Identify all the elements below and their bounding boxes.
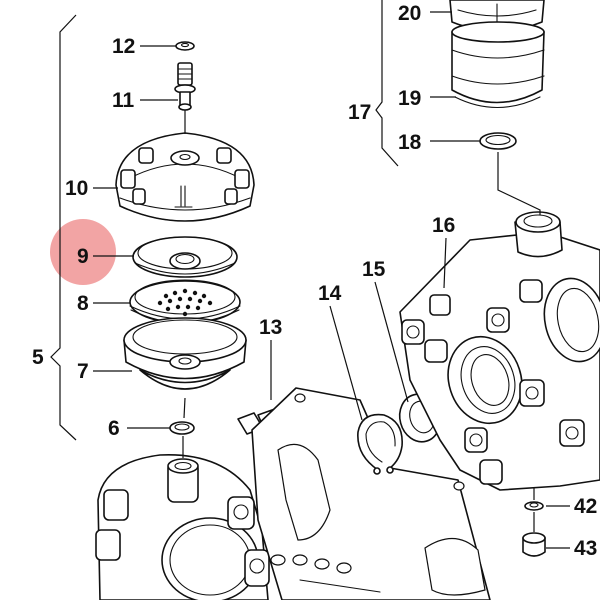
alignment-lines — [182, 110, 541, 458]
callout-15: 15 — [362, 258, 386, 281]
callout-19: 19 — [398, 87, 421, 110]
part-42-washer — [524, 488, 544, 511]
pump-head-housing — [95, 453, 270, 600]
part-10-cover — [115, 132, 255, 222]
part-43-plug — [522, 512, 546, 557]
highlight-marker — [50, 219, 116, 285]
callout-6: 6 — [108, 417, 120, 440]
leader-lines — [93, 11, 570, 549]
callout-16: 16 — [432, 214, 455, 237]
group-bracket-5 — [50, 14, 77, 441]
callout-9: 9 — [77, 245, 89, 268]
group-bracket-17 — [375, 0, 399, 167]
callout-42: 42 — [574, 495, 597, 518]
callout-43: 43 — [574, 537, 597, 560]
part-7-bowl — [123, 317, 247, 390]
callout-20: 20 — [398, 2, 421, 25]
part-11-valve-stem — [174, 62, 196, 111]
part-18-o-ring — [479, 132, 517, 150]
callout-17: 17 — [348, 101, 371, 124]
callout-18: 18 — [398, 131, 422, 154]
part-6-o-ring — [169, 421, 195, 435]
part-9-diaphragm — [132, 236, 238, 278]
callout-13: 13 — [259, 316, 282, 339]
callout-10: 10 — [65, 177, 88, 200]
part-19-strainer — [451, 21, 545, 109]
part-12-washer — [175, 41, 195, 51]
callout-7: 7 — [77, 360, 89, 383]
part-16-manifold-body — [399, 211, 600, 491]
callout-11: 11 — [112, 89, 135, 112]
part-8-perforated-plate — [129, 279, 241, 324]
callout-8: 8 — [77, 292, 89, 315]
callout-12: 12 — [112, 35, 135, 58]
gasket-plate — [251, 387, 491, 600]
callout-14: 14 — [318, 282, 342, 305]
part-14-snap-ring — [357, 413, 403, 475]
callout-5: 5 — [32, 346, 44, 369]
